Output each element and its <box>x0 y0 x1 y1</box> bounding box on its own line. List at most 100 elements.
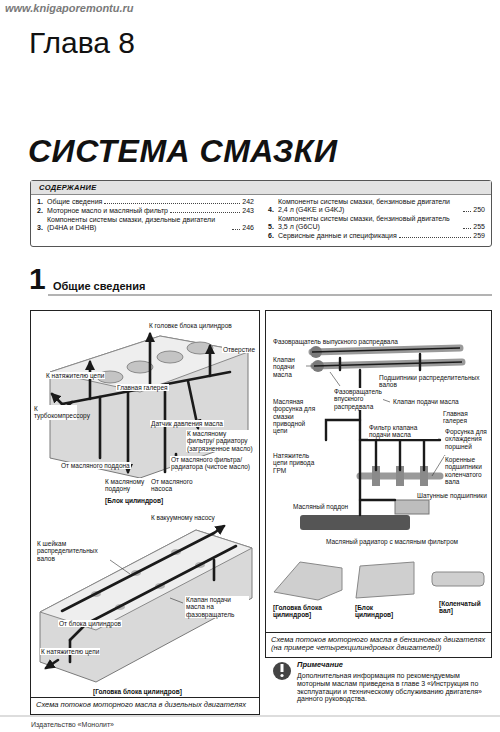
part-label: К масляному фильтру/ радиатору (загрязне… <box>186 430 256 452</box>
oil-flow-lines <box>326 420 360 440</box>
oil-flow-lines <box>213 560 216 580</box>
gasoline-engine-drawing <box>312 348 460 352</box>
contents-entry: 2.Моторное масло и масляный фильтр243 <box>37 207 254 215</box>
oil-flow-lines <box>423 440 425 470</box>
part-label: Масляный поддон <box>292 503 349 510</box>
dot-leader <box>170 212 240 213</box>
dot-leader <box>104 203 240 204</box>
note-text: Дополнительная информация по рекомендуем… <box>296 672 490 703</box>
note-icon <box>273 662 291 680</box>
gasoline-engine-drawing <box>312 348 460 352</box>
view-tag: [Блок цилиндров] <box>104 497 164 504</box>
entry-title: Компоненты системы смазки, бензиновый дв… <box>278 215 461 231</box>
oil-flow-lines <box>209 346 212 376</box>
part-label: К натяжителю цепи <box>45 372 105 379</box>
footer-rule <box>0 716 500 717</box>
part-label: Отверстие <box>222 346 256 353</box>
footer-rule <box>0 716 500 717</box>
part-label: Клапан подачи масла на фазовращатель <box>185 596 249 618</box>
part-label: Форсунка для охлаждения поршней <box>444 428 490 450</box>
gasoline-engine-drawing <box>314 362 462 366</box>
oil-flow-lines <box>52 394 62 404</box>
view-thumbnails <box>274 562 342 600</box>
part-label: Фильтр клапана подачи масла <box>368 424 438 439</box>
view-tag: [Блок цилиндров] <box>354 604 410 619</box>
page-number: 259 <box>473 232 485 240</box>
note-icon <box>273 662 291 680</box>
section-rule <box>48 295 492 296</box>
figure-caption: Схема потоков моторного масла в бензинов… <box>266 632 491 657</box>
part-label: Коренные подшипники коленчатого вала <box>444 456 490 485</box>
gasoline-engine-drawing <box>395 500 429 514</box>
part-label: От блока цилиндров <box>58 620 122 627</box>
entry-number: 2. <box>37 207 47 215</box>
contents-columns: 1.Общие сведения2422.Моторное масло и ма… <box>31 195 491 245</box>
oil-flow-lines <box>46 660 58 668</box>
view-tag: [Головка блока цилиндров] <box>272 604 334 619</box>
oil-flow-lines <box>89 362 92 399</box>
page-number: 246 <box>242 224 254 232</box>
part-label: От масляного фильтра/ радиатора (чистое … <box>170 456 255 471</box>
view-thumbnails <box>356 562 414 598</box>
contents-column: 1.Общие сведения2422.Моторное масло и ма… <box>37 198 254 241</box>
page-number: 242 <box>242 198 254 206</box>
leader-lines <box>110 560 183 603</box>
contents-heading: СОДЕРЖАНИЕ <box>31 181 491 195</box>
page-number: 250 <box>473 206 485 214</box>
part-label: Клапан подачи масла <box>272 356 306 378</box>
section-rule <box>48 294 492 296</box>
part-label: Шатунные подшипники <box>416 492 488 499</box>
entry-title: Компоненты системы смазки, бензиновые дв… <box>278 198 461 214</box>
entry-number: 3. <box>37 224 47 232</box>
part-label: К натяжителю цепи <box>40 648 100 655</box>
view-tag: [Головка блока цилиндров] <box>92 688 183 695</box>
contents-entry: 6.Сервисные данные и спецификация259 <box>268 232 485 240</box>
view-thumbnails <box>432 572 484 586</box>
part-label: Главная галерея <box>442 410 488 425</box>
oil-flow-lines <box>127 392 130 472</box>
part-label: К головке блока цилиндров <box>148 322 233 329</box>
figure-caption: Схема потоков моторного масла в дизельны… <box>31 697 259 714</box>
oil-flow-lines <box>164 385 167 472</box>
oil-flow-lines <box>399 440 401 470</box>
part-label: К турбокомпрессору <box>33 405 77 420</box>
contents-entry: 5.Компоненты системы смазки, бензиновый … <box>268 215 485 231</box>
leader-lines <box>306 366 312 367</box>
oil-flow-lines <box>99 397 102 458</box>
leader-lines <box>170 598 183 603</box>
part-label: Главная галерея <box>116 384 169 391</box>
part-label: От масляного поддона <box>60 462 131 469</box>
note-heading: Примечание <box>296 661 344 669</box>
section-number: 1 <box>28 262 47 296</box>
entry-number: 4. <box>268 206 278 214</box>
part-label: Подшипники распределительных валов <box>378 374 488 389</box>
part-label: Масляная форсунка для смазки приводной ц… <box>272 398 322 434</box>
view-thumbnails <box>274 562 484 600</box>
leader-lines <box>330 372 340 386</box>
dot-leader <box>463 228 471 229</box>
publisher-footer: Издательство «Монолит» <box>30 721 115 729</box>
chapter-title: СИСТЕМА СМАЗКИ <box>28 134 337 170</box>
part-label: Фазовращатель впускного распредвала <box>333 388 383 410</box>
oil-flow-lines <box>149 334 152 388</box>
part-label: Натяжитель цепи привода ГРМ <box>272 452 322 474</box>
part-label: Фазовращатель выпускного распредвала <box>272 338 399 345</box>
figure-panel: Схема потоков моторного масла в бензинов… <box>265 310 492 658</box>
oil-flow-lines <box>360 499 395 501</box>
figure-panel: Схема потоков моторного масла в дизельны… <box>30 310 260 715</box>
contents-entry: 3.Компоненты системы смазки, дизельные д… <box>37 216 254 232</box>
part-label: Датчик давления масла <box>150 420 224 427</box>
part-label: К вакуумному насосу <box>150 514 216 521</box>
view-tag: [Коленчатый вал] <box>438 600 488 615</box>
note-icon <box>281 664 284 672</box>
oil-flow-lines <box>419 354 421 370</box>
oil-flow-lines <box>339 358 341 370</box>
page-number: 243 <box>242 207 254 215</box>
dot-leader <box>399 237 472 238</box>
entry-title: Общие сведения <box>47 198 102 206</box>
part-label: Масляный радиатор с масляным фильтром <box>325 538 459 545</box>
entry-title: Сервисные данные и спецификация <box>278 232 397 240</box>
entry-title: Компоненты системы смазки, дизельные дви… <box>47 216 230 232</box>
gasoline-engine-drawing <box>314 362 462 366</box>
